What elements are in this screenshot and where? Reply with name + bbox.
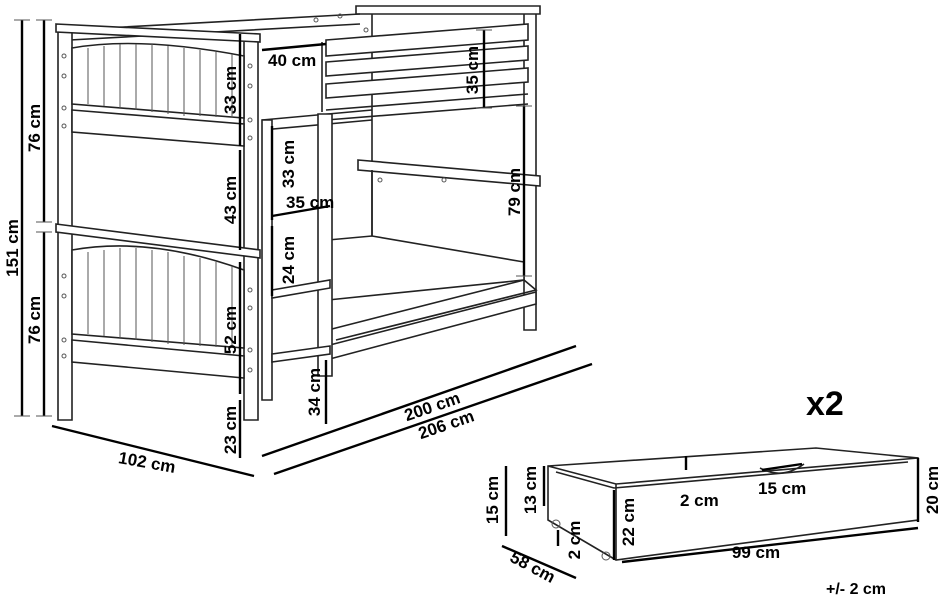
bed-dimension-lines: [14, 19, 593, 478]
label-upper-height: 76 cm: [25, 104, 44, 152]
label-drawer-handle: 15 cm: [758, 479, 806, 498]
label-drawer-front-height: 22 cm: [619, 498, 638, 546]
label-drawer-depth: 58 cm: [507, 547, 558, 586]
label-head-top-panel: 33 cm: [221, 66, 240, 114]
label-lower-height: 76 cm: [25, 296, 44, 344]
tolerance-note: +/- 2 cm: [826, 581, 886, 598]
label-drawer-wall: 2 cm: [680, 491, 719, 510]
label-ladder-top: 33 cm: [279, 140, 298, 188]
label-drawer-length: 99 cm: [732, 543, 780, 562]
label-drawer-right-height: 20 cm: [923, 466, 941, 514]
drawer-dimension-lines: [501, 456, 920, 580]
label-rail-height: 35 cm: [463, 46, 482, 94]
label-leg-height: 23 cm: [221, 406, 240, 454]
label-ladder-step: 24 cm: [279, 236, 298, 284]
bunk-bed-drawing: [55, 5, 541, 421]
label-floor-gap: 34 cm: [305, 368, 324, 416]
label-gap-upper: 43 cm: [221, 176, 240, 224]
label-drawer-height: 15 cm: [483, 476, 502, 524]
label-drawer-inner-height: 13 cm: [521, 466, 540, 514]
label-width: 102 cm: [117, 448, 177, 477]
label-ladder-width: 35 cm: [286, 193, 334, 212]
label-head-lower-panel: 52 cm: [221, 306, 240, 354]
label-drawer-wheel: 2 cm: [565, 521, 584, 560]
label-clearance: 79 cm: [505, 168, 524, 216]
drawer-multiplier: x2: [806, 385, 844, 423]
label-height-total: 151 cm: [3, 219, 22, 277]
label-rail-width: 40 cm: [268, 51, 316, 70]
